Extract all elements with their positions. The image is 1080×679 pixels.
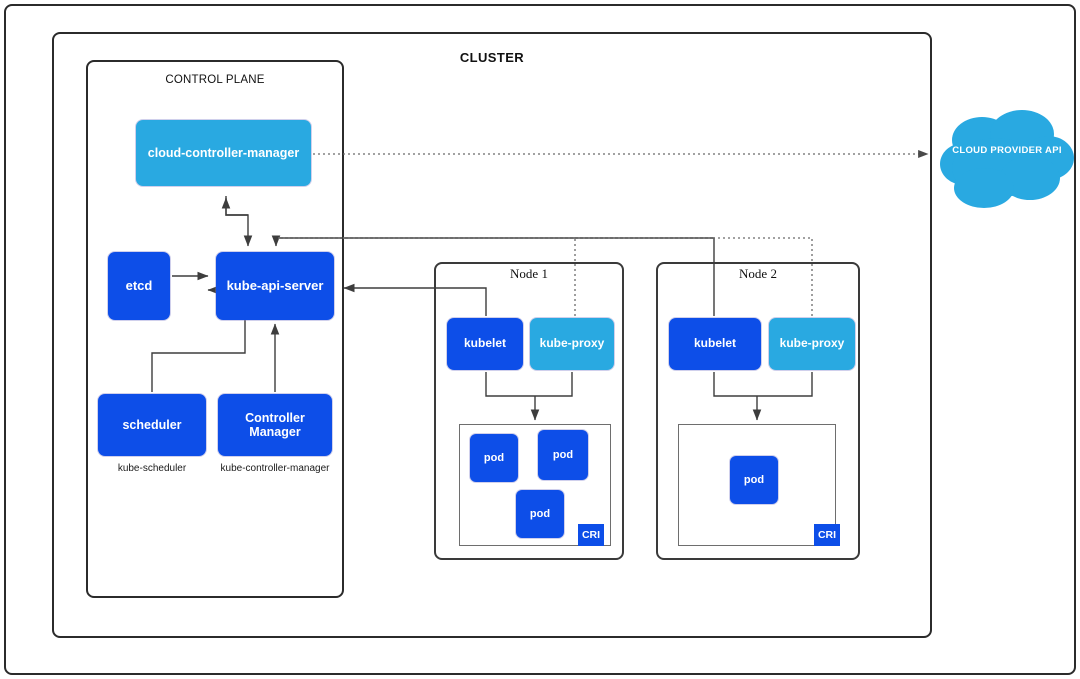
node-1-kube-proxy-box[interactable]: kube-proxy [530,318,614,370]
scheduler-caption: kube-scheduler [117,463,187,474]
node-2-boundary [656,262,860,560]
node-1-boundary [434,262,624,560]
node-1-title: Node 1 [510,266,548,281]
node-2-cri-badge: CRI [814,524,840,546]
node-2-kube-proxy-box[interactable]: kube-proxy [769,318,855,370]
scheduler-box[interactable]: scheduler [98,394,206,456]
cloud-controller-manager-box[interactable]: cloud-controller-manager [136,120,311,186]
node-1-pod-container [459,424,611,546]
node-2-title: Node 2 [739,266,777,281]
node-1-pod[interactable]: pod [470,434,518,482]
control-plane-boundary [86,60,344,598]
node-1-kubelet-box[interactable]: kubelet [447,318,523,370]
page-frame [4,4,1076,675]
node-1-pod[interactable]: pod [516,490,564,538]
cluster-title: CLUSTER [459,50,525,65]
cluster-boundary [52,32,932,638]
node-2-kubelet-box[interactable]: kubelet [669,318,761,370]
controller-manager-box[interactable]: Controller Manager [218,394,332,456]
node-1-pod[interactable]: pod [538,430,588,480]
node-2-pod-container [678,424,836,546]
control-plane-title: CONTROL PLANE [165,74,265,86]
node-2-pod[interactable]: pod [730,456,778,504]
node-1-cri-badge: CRI [578,524,604,546]
etcd-box[interactable]: etcd [108,252,170,320]
kube-api-server-box[interactable]: kube-api-server [216,252,334,320]
cloud-provider-api-shape [938,106,1076,214]
controller-manager-caption: kube-controller-manager [220,463,330,474]
